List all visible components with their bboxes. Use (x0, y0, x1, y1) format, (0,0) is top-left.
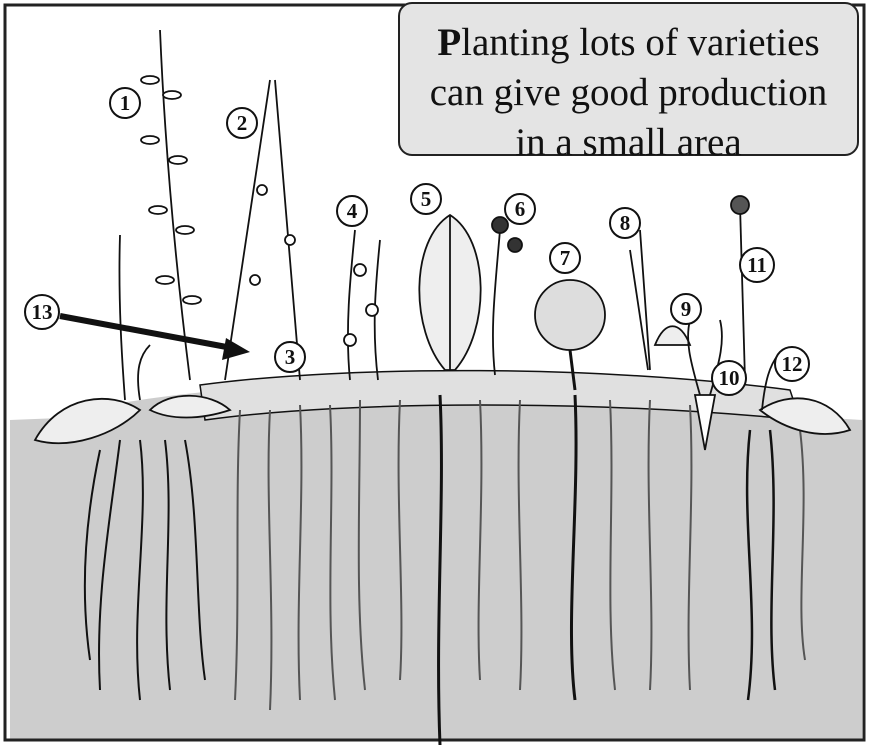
caption-line-3: in a small area (400, 118, 857, 168)
marker-11: 11 (740, 248, 774, 282)
marker-7: 7 (550, 243, 580, 273)
marker-label: 9 (681, 297, 692, 321)
marker-4: 4 (337, 196, 367, 226)
marker-12: 12 (775, 347, 809, 381)
caption-line-1-rest: lanting lots of varieties (461, 21, 820, 64)
marker-label: 5 (421, 187, 432, 211)
caption-first-letter: P (437, 21, 461, 64)
marker-label: 12 (782, 352, 803, 376)
marker-label: 1 (120, 91, 131, 115)
marker-label: 4 (347, 199, 358, 223)
caption-box: Planting lots of varieties can give good… (398, 2, 859, 156)
marker-label: 11 (747, 253, 767, 277)
marker-2: 2 (227, 108, 257, 138)
marker-13: 13 (25, 295, 59, 329)
marker-label: 3 (285, 345, 296, 369)
plant-11 (740, 205, 745, 380)
plant-8-leek (630, 230, 650, 370)
marker-label: 10 (719, 366, 740, 390)
marker-10: 10 (712, 361, 746, 395)
plant-7-cauliflower (535, 280, 605, 350)
plant-6 (493, 230, 500, 375)
marker-8: 8 (610, 208, 640, 238)
marker-label: 7 (560, 246, 571, 270)
marker-label: 8 (620, 211, 631, 235)
marker-1: 1 (110, 88, 140, 118)
marker-label: 6 (515, 197, 526, 221)
plant-1-stem (160, 30, 190, 380)
marker-label: 2 (237, 111, 248, 135)
arrow-13 (60, 316, 250, 360)
caption-line-2: can give good production (400, 68, 857, 118)
marker-6: 6 (505, 194, 535, 224)
marker-9: 9 (671, 294, 701, 324)
marker-label: 13 (32, 300, 53, 324)
marker-3: 3 (275, 342, 305, 372)
caption-line-1: Planting lots of varieties (400, 18, 857, 68)
marker-5: 5 (411, 184, 441, 214)
plant-9 (655, 326, 690, 345)
